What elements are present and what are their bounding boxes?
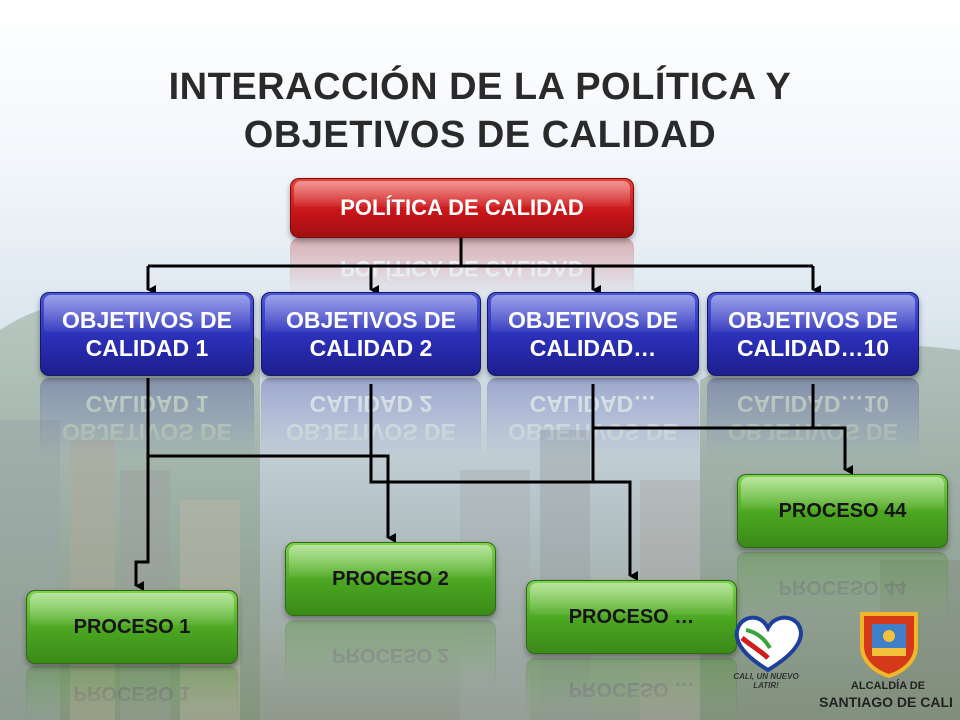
objetivo-2-box: OBJETIVOS DE CALIDAD 2: [261, 292, 481, 376]
gloss: [491, 295, 695, 332]
proceso-1-label: PROCESO 1: [73, 616, 191, 638]
objetivo-1-box: OBJETIVOS DE CALIDAD 1: [40, 292, 254, 376]
alcaldia-line-1: ALCALDÍA DE: [850, 680, 926, 692]
objetivo-1-label: OBJETIVOS DE CALIDAD 1: [62, 307, 232, 361]
objetivo-4-box: OBJETIVOS DE CALIDAD…10: [707, 292, 919, 376]
proceso-3-box: PROCESO …: [526, 580, 737, 654]
cali-heart-logo: [734, 615, 803, 673]
politica-de-calidad-box: POLÍTICA DE CALIDAD: [290, 178, 634, 238]
proceso-2-box: PROCESO 2: [285, 542, 496, 616]
connector-objetivo-3-to-proceso-4: [593, 426, 853, 475]
connector-objetivo-1-down: [134, 378, 150, 591]
politica-label: POLÍTICA DE CALIDAD: [340, 195, 584, 220]
gloss: [741, 477, 944, 510]
objetivo-3-label: OBJETIVOS DE CALIDAD…: [508, 307, 678, 361]
objetivo-3-box: OBJETIVOS DE CALIDAD…: [487, 292, 699, 376]
gloss: [530, 583, 733, 616]
objetivo-2-label: OBJETIVOS DE CALIDAD 2: [286, 307, 456, 361]
connector-objetivo-1-to-proceso-2: [148, 454, 396, 543]
gloss: [711, 295, 915, 332]
proceso-1-box: PROCESO 1: [26, 590, 238, 664]
proceso-4-box: PROCESO 44: [737, 474, 948, 548]
gloss: [294, 181, 630, 208]
proceso-2-label: PROCESO 2: [332, 568, 449, 590]
title-line-1: INTERACCIÓN DE LA POLÍTICA Y: [168, 66, 792, 109]
alcaldia-shield-logo: [860, 612, 918, 678]
cali-slogan: CALI, UN NUEVO LATIR!: [733, 672, 799, 690]
gloss: [30, 593, 234, 626]
connector-objetivo-2-down: [369, 384, 638, 581]
title-line-2: OBJETIVOS DE CALIDAD: [243, 114, 717, 157]
alcaldia-line-2: SANTIAGO DE CALI: [819, 694, 953, 710]
gloss: [265, 295, 477, 332]
gloss: [44, 295, 250, 332]
page-title: INTERACCIÓN DE LA POLÍTICA Y OBJETIVOS D…: [0, 63, 960, 159]
gloss: [289, 545, 492, 578]
proceso-3-label: PROCESO …: [568, 606, 695, 628]
objetivo-4-label: OBJETIVOS DE CALIDAD…10: [728, 307, 898, 361]
logos-area: CALI, UN NUEVO LATIR! ALCALDÍA DE SANTIA…: [726, 606, 960, 720]
proceso-4-label: PROCESO 44: [778, 500, 907, 522]
